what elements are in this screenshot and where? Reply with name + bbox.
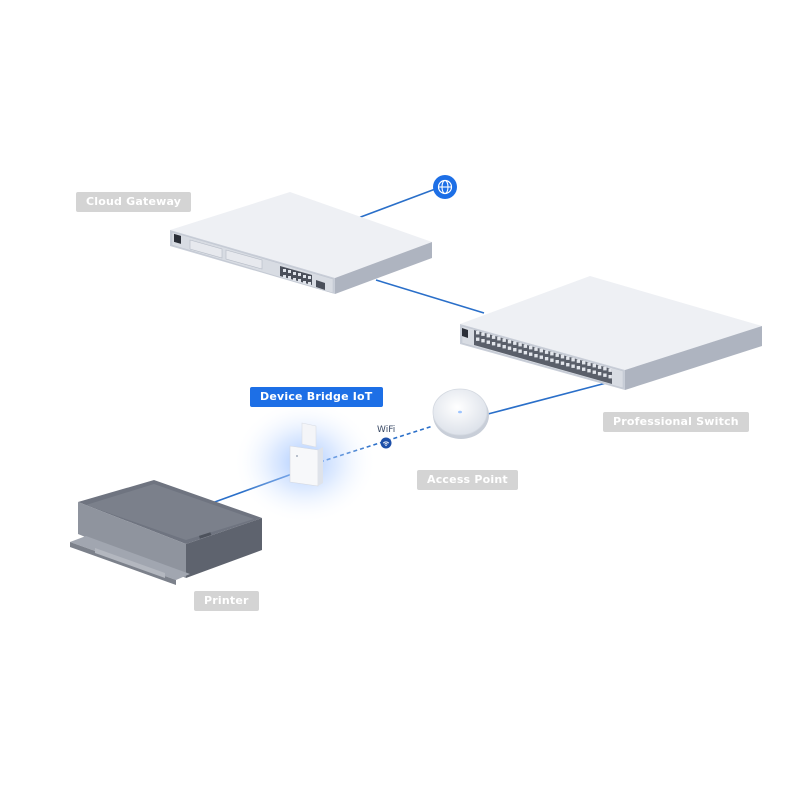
- professional-switch-device: [460, 276, 762, 390]
- device-bridge-device: [233, 400, 377, 524]
- wifi-link-label: WiFi: [377, 425, 396, 435]
- bridge-accesspoint-wifi-link: [319, 425, 434, 463]
- printer-label: Printer: [194, 591, 259, 611]
- device-bridge-label: Device Bridge IoT: [250, 387, 383, 407]
- globe-icon: [433, 175, 457, 199]
- switch-port-grid: [476, 331, 612, 379]
- cloud-gateway-label: Cloud Gateway: [76, 192, 192, 212]
- printer-device: [70, 480, 262, 585]
- cloud-gateway-device: [170, 192, 432, 294]
- access-point-label: Access Point: [417, 470, 518, 490]
- gateway-switch-link: [375, 279, 485, 314]
- switch-accesspoint-link: [487, 381, 611, 415]
- wifi-icon: [380, 437, 392, 449]
- access-point-device: [432, 388, 489, 439]
- gateway-internet-link: [357, 187, 439, 219]
- professional-switch-label: Professional Switch: [603, 412, 749, 432]
